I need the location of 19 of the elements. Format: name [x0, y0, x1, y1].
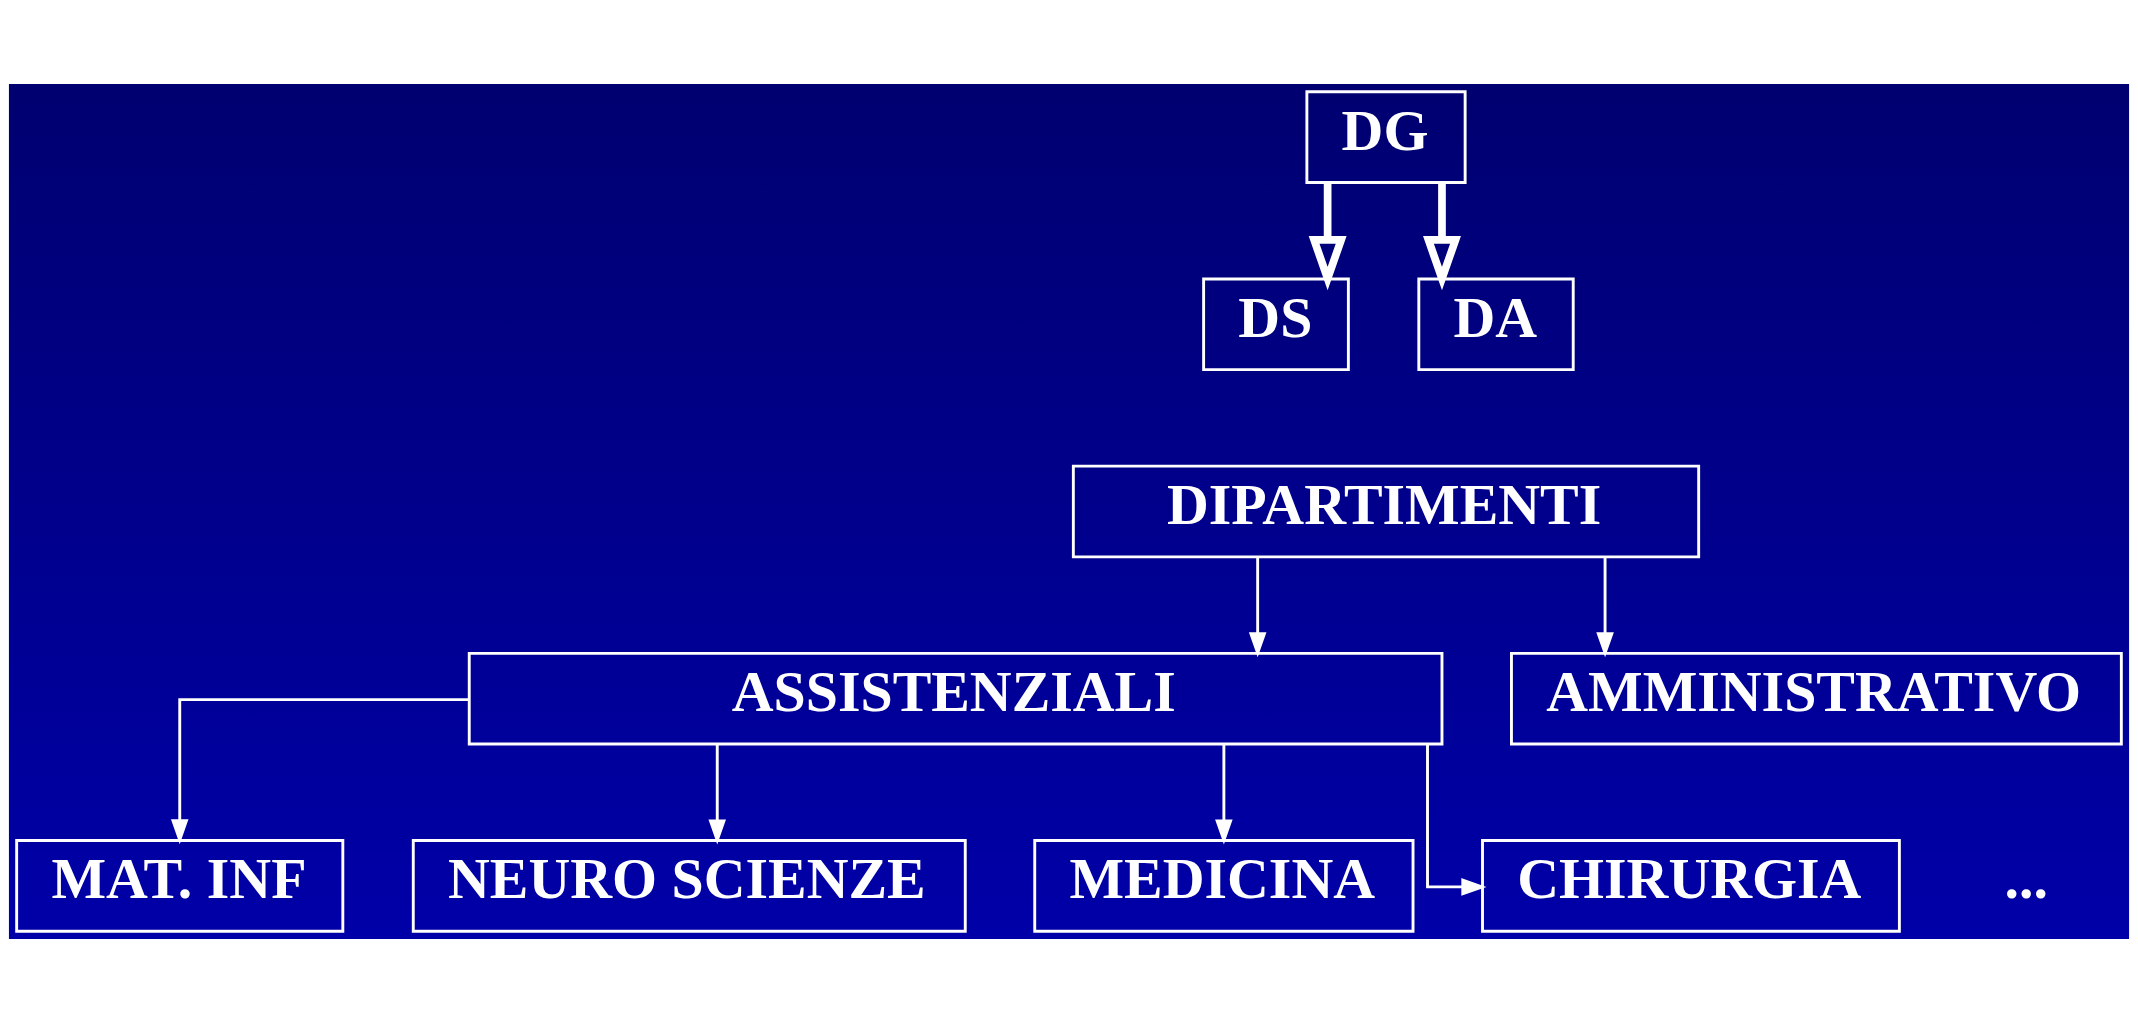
node-box: CHIRURGIA [1481, 838, 1901, 933]
node-box: ASSISTENZIALI [467, 651, 1444, 746]
arrow [1248, 557, 1267, 657]
node-box: DS [1202, 277, 1350, 371]
arrow [170, 697, 470, 844]
node-box: DIPARTIMENTI [1071, 464, 1701, 558]
arrow [1308, 182, 1347, 290]
node-box: MAT. INF [15, 838, 345, 933]
node-box: DA [1417, 277, 1575, 371]
node-box: DG [1305, 89, 1467, 184]
node-box: MEDICINA [1033, 838, 1415, 933]
arrow [708, 744, 727, 845]
arrow [1426, 743, 1487, 896]
label: ... [2004, 845, 2048, 911]
node-box: NEURO SCIENZE [411, 838, 967, 933]
arrow [1596, 557, 1614, 657]
node-box: AMMINISTRATIVO [1510, 651, 2123, 746]
arrow [1215, 744, 1233, 845]
arrow [1423, 182, 1461, 290]
